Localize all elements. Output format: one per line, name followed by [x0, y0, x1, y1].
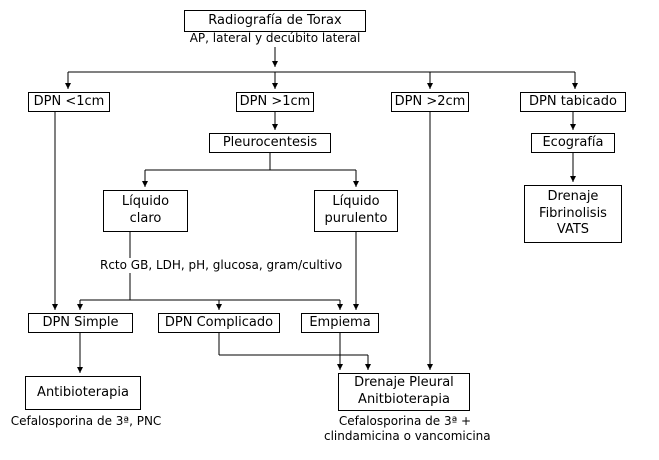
footnote-cefalosporina-clindamicina: Cefalosporina de 3ª + clindamicina o van…: [324, 414, 491, 444]
node-liquido-purulento-line1: Líquido: [332, 194, 380, 210]
node-dpn-simple: DPN Simple: [28, 313, 133, 333]
node-liquido-purulento-line2: purulento: [324, 211, 388, 226]
node-drenaje-pleural: Drenaje Pleural Anitbioterapia: [338, 373, 470, 411]
subtitle-xray-views: AP, lateral y decúbito lateral: [189, 31, 361, 45]
node-liquido-claro: Líquido claro: [103, 190, 188, 232]
node-drenaje-fibrinolisis-vats: Drenaje Fibrinolisis VATS: [524, 185, 622, 243]
node-radiografia-torax: Radiografía de Torax: [184, 10, 366, 32]
node-drenaje-pleural-line1: Drenaje Pleural: [354, 375, 454, 391]
node-dpn-gt1cm: DPN >1cm: [236, 92, 314, 112]
node-vats-line3: VATS: [556, 222, 590, 238]
footnote-right-line2: clindamicina o vancomicina: [324, 429, 491, 443]
node-dpn-complicado: DPN Complicado: [158, 313, 280, 333]
footnote-right-line1: Cefalosporina de 3ª +: [338, 414, 472, 428]
node-vats-line1: Drenaje: [547, 188, 599, 204]
node-vats-line2: Fibrinolisis: [539, 205, 607, 221]
node-liquido-claro-line1: Líquido: [121, 194, 170, 210]
node-empiema: Empiema: [301, 313, 379, 333]
node-ecografia: Ecografía: [531, 133, 615, 153]
node-pleurocentesis: Pleurocentesis: [209, 133, 331, 153]
annotation-lab-tests: Rcto GB, LDH, pH, glucosa, gram/cultivo: [98, 258, 345, 273]
node-dpn-lt1cm: DPN <1cm: [28, 92, 110, 112]
footnote-cefalosporina-pnc: Cefalosporina de 3ª, PNC: [10, 414, 162, 428]
node-liquido-purulento: Líquido purulento: [314, 190, 398, 232]
node-liquido-claro-line2: claro: [129, 211, 162, 226]
node-drenaje-pleural-line2: Anitbioterapia: [358, 392, 450, 407]
node-antibioterapia: Antibioterapia: [25, 376, 141, 410]
node-dpn-tabicado: DPN tabicado: [520, 92, 626, 112]
node-dpn-gt2cm: DPN >2cm: [391, 92, 469, 112]
